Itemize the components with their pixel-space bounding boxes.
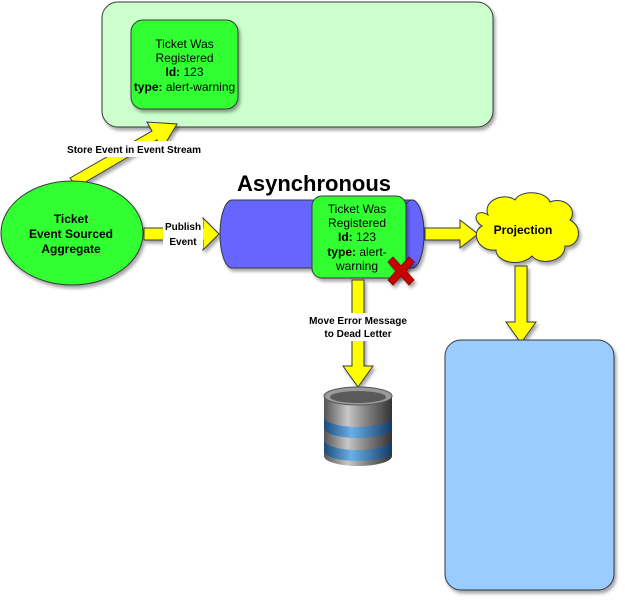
read-model-box (444, 339, 615, 591)
queued-event-type-cont: warning (335, 259, 378, 273)
error-x-icon (387, 256, 415, 286)
dead-letter-label-line1: Move Error Message (309, 316, 407, 327)
stored-event-id-label: Id: (165, 65, 180, 79)
queued-event-type-label: type: (327, 245, 356, 259)
aggregate-line2: Event Sourced (29, 227, 113, 241)
database-icon (323, 386, 393, 466)
dead-letter-label-bg (303, 313, 413, 341)
stored-event-id-value: 123 (180, 65, 204, 79)
stored-event-type-label: type: (134, 80, 163, 94)
stored-event-type-value: alert-warning (162, 80, 235, 94)
queued-event-id-value: 123 (353, 230, 377, 244)
stored-event-name-line1: Ticket Was (155, 37, 213, 51)
stored-event-id: Id: 123 (165, 65, 203, 79)
aggregate-line3: Aggregate (41, 242, 101, 256)
diagram-title: Asynchronous (237, 171, 391, 196)
aggregate-node (0, 180, 144, 286)
stored-event-type: type: alert-warning (134, 80, 235, 94)
read-model-arrow (505, 265, 537, 344)
publish-arrow-label-bg (163, 219, 203, 249)
queued-event-type-value: alert- (356, 245, 387, 259)
queued-event-type: type: alert- (327, 245, 386, 259)
queued-event-card (311, 195, 407, 279)
queued-event-id-label: Id: (338, 230, 353, 244)
stored-event-name-line2: Registered (155, 51, 213, 65)
queued-event-name-line2: Registered (328, 216, 386, 230)
store-arrow-label: Store Event in Event Stream (67, 145, 201, 156)
store-arrow-label-bg (57, 141, 209, 157)
publish-arrow-label-line1: Publish (165, 222, 201, 233)
projection-node (475, 192, 579, 264)
publish-arrow-label-line2: Event (169, 237, 197, 248)
queued-event-id: Id: 123 (338, 230, 376, 244)
stored-event-card (130, 19, 239, 110)
aggregate-line1: Ticket (54, 212, 88, 226)
projection-label: Projection (494, 223, 553, 237)
projection-arrow (424, 218, 479, 250)
queued-event-name-line1: Ticket Was (328, 202, 386, 216)
dead-letter-label-line2: to Dead Letter (324, 329, 391, 340)
